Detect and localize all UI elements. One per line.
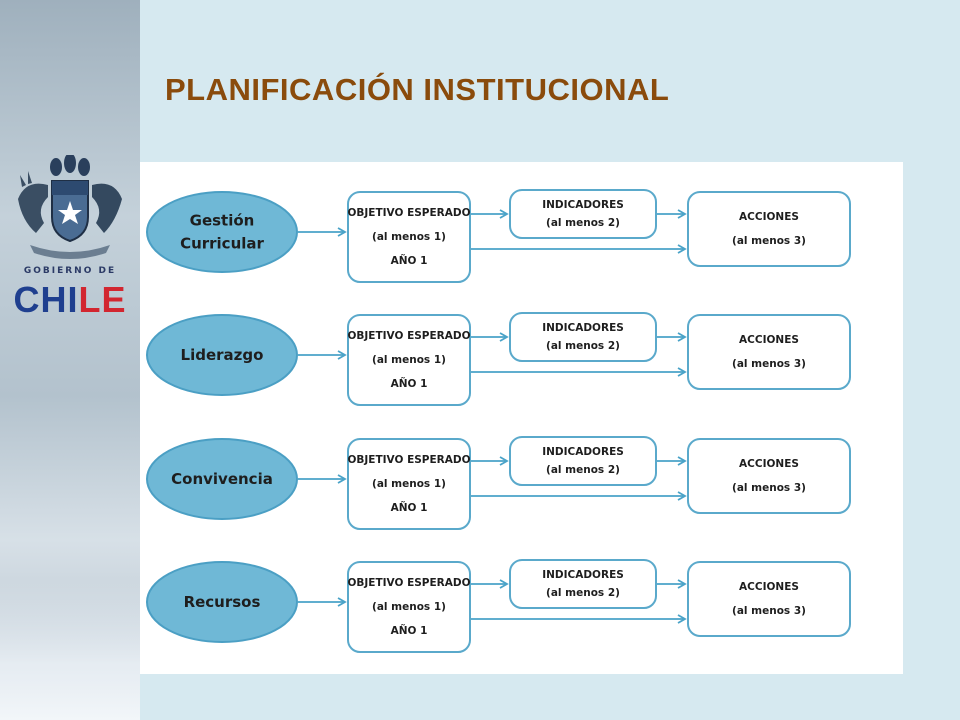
country-wordmark-part2: LE	[78, 279, 127, 320]
area-label: Recursos	[184, 593, 261, 611]
area-ellipse	[146, 561, 298, 643]
indicators-label: INDICADORES	[542, 569, 624, 581]
indicators-box	[509, 312, 657, 362]
actions-label: ACCIONES	[739, 458, 799, 470]
actions-label: (al menos 3)	[732, 235, 806, 247]
actions-box	[687, 314, 851, 390]
indicators-label: (al menos 2)	[546, 340, 620, 352]
mountain-mist	[0, 580, 140, 720]
area-label: Curricular	[180, 235, 264, 253]
objective-box	[347, 314, 471, 406]
actions-label: (al menos 3)	[732, 358, 806, 370]
actions-label: (al menos 3)	[732, 482, 806, 494]
country-wordmark: CHILE	[0, 280, 140, 320]
government-label: GOBIERNO DE	[23, 266, 117, 276]
indicators-box	[509, 559, 657, 609]
area-label: Convivencia	[171, 470, 273, 488]
area-ellipse	[146, 191, 298, 273]
objective-label: (al menos 1)	[372, 354, 446, 366]
area-ellipse	[146, 438, 298, 520]
indicators-label: INDICADORES	[542, 446, 624, 458]
objective-label: OBJETIVO ESPERADO	[347, 577, 470, 589]
page-title: PLANIFICACIÓN INSTITUCIONAL	[165, 72, 670, 107]
indicators-box	[509, 436, 657, 486]
objective-label: AÑO 1	[391, 624, 428, 637]
objective-label: AÑO 1	[391, 254, 428, 267]
country-wordmark-part1: CHI	[13, 279, 79, 320]
sidebar-panel: GOBIERNO DE CHILE	[0, 0, 140, 720]
objective-label: (al menos 1)	[372, 478, 446, 490]
area-label: Gestión	[190, 212, 255, 230]
objective-label: AÑO 1	[391, 377, 428, 390]
indicators-box	[509, 189, 657, 239]
objective-label: (al menos 1)	[372, 601, 446, 613]
actions-label: ACCIONES	[739, 334, 799, 346]
objective-label: AÑO 1	[391, 501, 428, 514]
objective-box	[347, 191, 471, 283]
objective-label: OBJETIVO ESPERADO	[347, 454, 470, 466]
objective-label: OBJETIVO ESPERADO	[347, 330, 470, 342]
actions-box	[687, 438, 851, 514]
actions-label: ACCIONES	[739, 581, 799, 593]
objective-label: OBJETIVO ESPERADO	[347, 207, 470, 219]
objective-box	[347, 438, 471, 530]
objective-label: (al menos 1)	[372, 231, 446, 243]
coat-of-arms-icon	[18, 155, 122, 259]
indicators-label: (al menos 2)	[546, 587, 620, 599]
actions-box	[687, 191, 851, 267]
indicators-label: (al menos 2)	[546, 217, 620, 229]
area-label: Liderazgo	[181, 346, 264, 364]
actions-label: ACCIONES	[739, 211, 799, 223]
indicators-label: INDICADORES	[542, 322, 624, 334]
area-ellipse	[146, 314, 298, 396]
objective-box	[347, 561, 471, 653]
indicators-label: INDICADORES	[542, 199, 624, 211]
actions-label: (al menos 3)	[732, 605, 806, 617]
indicators-label: (al menos 2)	[546, 464, 620, 476]
actions-box	[687, 561, 851, 637]
